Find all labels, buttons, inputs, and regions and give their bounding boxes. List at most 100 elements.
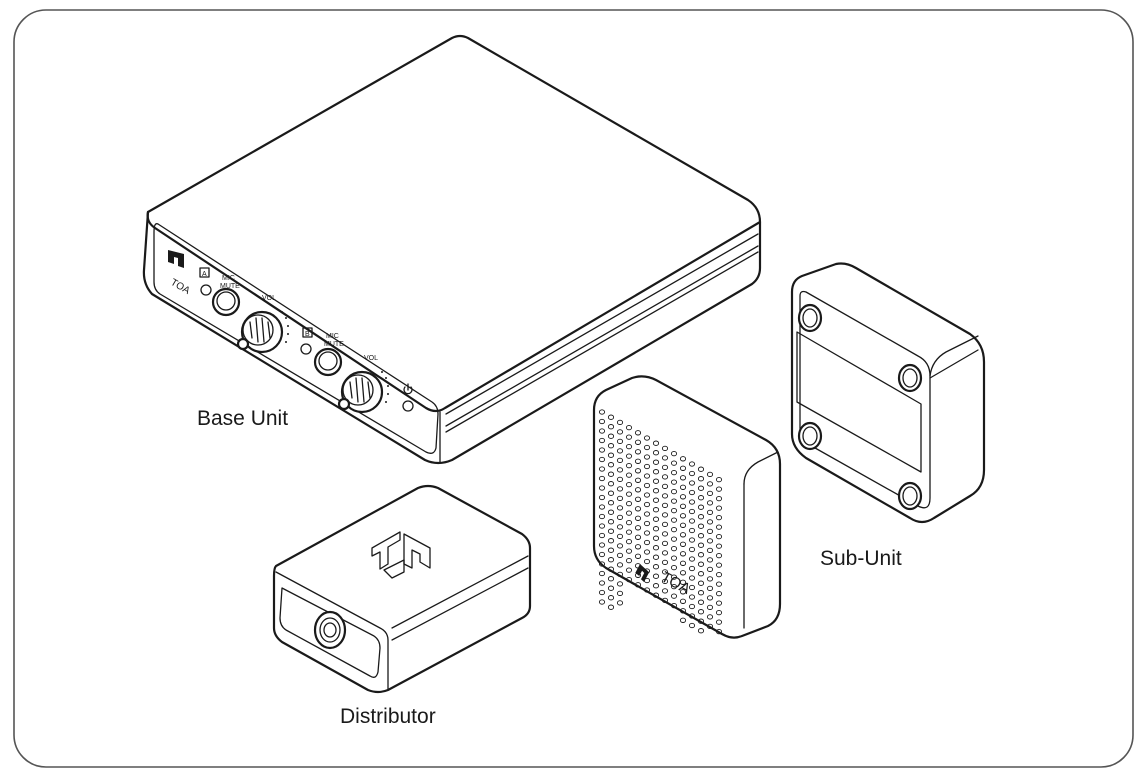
grille-hole xyxy=(688,480,696,486)
grille-hole xyxy=(652,535,660,541)
grille-hole xyxy=(652,526,660,532)
grille-hole xyxy=(634,468,642,474)
grille-hole xyxy=(616,495,624,502)
base-unit-caption: Base Unit xyxy=(197,407,289,430)
grille-hole xyxy=(625,500,633,507)
grille-hole xyxy=(697,628,705,634)
grille-hole xyxy=(616,524,624,530)
grille-hole xyxy=(598,494,606,501)
grille-hole xyxy=(652,573,660,579)
grille-hole xyxy=(625,567,633,573)
grille-hole xyxy=(598,418,606,425)
grille-hole xyxy=(616,419,624,426)
grille-hole xyxy=(616,562,624,568)
grille-hole xyxy=(616,438,624,445)
grille-hole xyxy=(634,553,642,559)
sub-unit-feet xyxy=(797,303,923,511)
channel-b-volume-knob[interactable] xyxy=(337,370,384,414)
grille-hole xyxy=(598,570,606,577)
grille-hole xyxy=(652,478,660,484)
channel-b-mute-button[interactable] xyxy=(313,347,343,377)
grille-hole xyxy=(625,510,633,516)
grille-hole xyxy=(616,543,624,549)
grille-hole xyxy=(661,502,669,509)
grille-hole xyxy=(652,545,660,551)
grille-hole xyxy=(616,476,624,483)
grille-hole xyxy=(697,552,705,558)
grille-hole xyxy=(598,513,606,520)
grille-hole xyxy=(634,477,642,483)
grille-hole xyxy=(625,538,633,545)
channel-a-volume-knob[interactable] xyxy=(236,310,284,354)
grille-hole xyxy=(634,430,642,436)
grille-hole xyxy=(598,475,606,482)
grille-hole xyxy=(706,481,714,487)
sub-unit-drawing xyxy=(790,262,986,524)
channel-a-mic-label: MIC xyxy=(222,275,235,282)
grille-hole xyxy=(679,532,687,538)
grille-hole xyxy=(715,533,723,540)
grille-hole xyxy=(670,555,678,561)
grille-hole xyxy=(607,500,615,506)
grille-hole xyxy=(661,569,669,575)
grille-hole xyxy=(625,443,633,450)
grille-hole xyxy=(661,464,669,471)
grille-hole xyxy=(706,566,714,573)
grille-hole xyxy=(607,538,615,544)
grille-hole xyxy=(688,527,696,534)
grille-hole xyxy=(652,497,660,503)
grille-hole xyxy=(643,530,651,536)
grille-hole xyxy=(670,602,678,609)
speaker-toa-logo-icon xyxy=(635,564,650,582)
speaker-drawing: TOA xyxy=(592,375,782,639)
grille-hole xyxy=(670,526,678,533)
grille-hole xyxy=(706,538,714,544)
grille-hole xyxy=(715,628,723,635)
grille-hole xyxy=(616,467,624,473)
grille-hole xyxy=(643,587,651,593)
grille-hole xyxy=(625,576,633,583)
grille-hole xyxy=(643,511,651,517)
grille-hole xyxy=(607,509,615,515)
grille-hole xyxy=(643,444,651,451)
grille-hole xyxy=(670,460,678,466)
grille-hole xyxy=(607,604,615,610)
grille-hole xyxy=(688,537,696,543)
grille-hole xyxy=(679,598,687,604)
grille-hole xyxy=(652,469,660,475)
grille-hole xyxy=(652,554,660,560)
grille-hole xyxy=(706,604,714,611)
grille-hole xyxy=(706,500,714,506)
channel-a-label: A xyxy=(202,271,207,278)
grille-hole xyxy=(688,584,696,591)
grille-hole xyxy=(661,483,669,490)
grille-hole xyxy=(670,574,678,580)
grille-hole xyxy=(697,514,705,520)
grille-hole xyxy=(679,579,687,585)
grille-hole xyxy=(643,520,651,527)
speaker-grille xyxy=(598,409,723,635)
grille-hole xyxy=(715,600,723,606)
grille-hole xyxy=(715,581,723,587)
grille-hole xyxy=(697,571,705,577)
grille-hole xyxy=(598,504,606,510)
grille-hole xyxy=(625,453,633,459)
grille-hole xyxy=(607,424,615,430)
distributor-toa-logo-icon xyxy=(371,531,431,579)
grille-hole xyxy=(598,466,606,472)
grille-hole xyxy=(643,435,651,441)
channel-a-led xyxy=(200,284,212,296)
grille-hole xyxy=(598,456,606,463)
grille-hole xyxy=(661,531,669,537)
channel-a-mute-button[interactable] xyxy=(211,287,241,317)
channel-b-vol-dots xyxy=(381,371,389,403)
grille-hole xyxy=(607,490,615,496)
grille-hole xyxy=(607,481,615,487)
grille-hole xyxy=(670,507,678,514)
grille-hole xyxy=(598,561,606,567)
grille-hole xyxy=(652,592,660,598)
power-icon xyxy=(403,383,413,395)
grille-hole xyxy=(607,566,615,572)
grille-hole xyxy=(679,560,687,566)
